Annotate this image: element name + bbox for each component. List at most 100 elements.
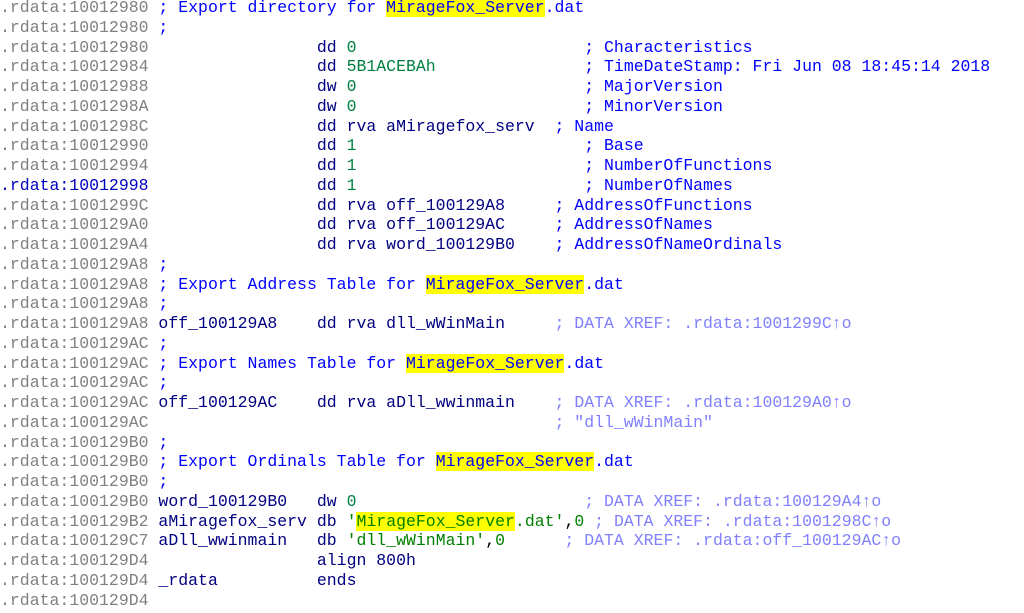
listing-line[interactable]: .rdata:100129B0 ; Export Ordinals Table … xyxy=(0,452,990,472)
instruction-text: , xyxy=(564,511,575,531)
search-highlight[interactable]: MirageFox_Server xyxy=(356,511,515,531)
listing-line[interactable]: .rdata:1001299C dd rva off_100129A8 ; Ad… xyxy=(0,196,990,216)
instruction-text: .dat' xyxy=(514,511,565,531)
xref-comment[interactable]: ; DATA XREF: .rdata:100129A0↑o xyxy=(514,393,852,412)
comment: ; Base xyxy=(356,136,644,156)
instruction-text: dw xyxy=(148,96,347,116)
instruction-text: dd rva aMiragefox_serv xyxy=(148,116,535,136)
search-highlight[interactable]: MirageFox_Server xyxy=(405,353,565,373)
search-highlight[interactable]: MirageFox_Server xyxy=(435,452,595,472)
instruction-text: 1 xyxy=(346,156,357,175)
instruction-text: dd xyxy=(148,37,347,57)
line-address: .rdata:10012988 xyxy=(0,77,149,96)
line-address: .rdata:100129A4 xyxy=(0,235,149,254)
instruction-text: 0 xyxy=(346,37,357,57)
instruction-text: dd xyxy=(148,156,347,175)
instruction-text: dd rva off_100129AC xyxy=(148,215,505,235)
listing-line[interactable]: .rdata:1001298A dw 0 ; MinorVersion xyxy=(0,97,990,117)
comment: ; xyxy=(148,472,169,491)
listing-line[interactable]: .rdata:100129A8 ; xyxy=(0,255,990,275)
listing-line[interactable]: .rdata:100129B0 word_100129B0 dw 0 ; DAT… xyxy=(0,492,990,512)
listing-line[interactable]: .rdata:100129A8 off_100129A8 dd rva dll_… xyxy=(0,314,990,334)
line-address: .rdata:100129B0 xyxy=(0,432,149,452)
line-address: .rdata:10012980 xyxy=(0,0,149,17)
line-address: .rdata:10012980 xyxy=(0,17,149,37)
line-address: .rdata:100129AC xyxy=(0,333,149,353)
line-address: .rdata:100129AC xyxy=(0,373,149,393)
xref-comment[interactable]: ; "dll_wWinMain" xyxy=(148,412,713,432)
listing-line[interactable]: .rdata:100129A0 dd rva off_100129AC ; Ad… xyxy=(0,215,990,235)
instruction-text: word_100129B0 dw xyxy=(148,491,347,511)
line-address: .rdata:100129B0 xyxy=(0,452,149,472)
listing-line[interactable]: .rdata:100129A8 ; Export Address Table f… xyxy=(0,274,990,295)
listing-line[interactable]: .rdata:100129AC ; "dll_wWinMain" xyxy=(0,413,990,433)
listing-line[interactable]: .rdata:10012988 dw 0 ; MajorVersion xyxy=(0,77,990,97)
instruction-text: , xyxy=(485,531,496,551)
xref-comment[interactable]: ; DATA XREF: .rdata:off_100129AC↑o xyxy=(505,531,902,551)
listing-line[interactable]: .rdata:100129AC ; xyxy=(0,373,990,393)
listing-line[interactable]: .rdata:1001298C dd rva aMiragefox_serv ;… xyxy=(0,117,990,137)
comment: ; Characteristics xyxy=(356,37,753,57)
listing-line[interactable]: .rdata:100129D4 xyxy=(0,591,990,611)
search-highlight[interactable]: MirageFox_Server xyxy=(425,274,585,294)
listing-line[interactable]: .rdata:100129B0 ; xyxy=(0,472,990,492)
comment: .dat xyxy=(584,274,624,294)
comment: ; AddressOfFunctions xyxy=(505,195,753,215)
instruction-text: 0 xyxy=(346,77,357,96)
listing-line[interactable]: .rdata:100129A8 ; xyxy=(0,294,990,314)
instruction-text: dd xyxy=(148,57,347,77)
xref-comment[interactable]: ; DATA XREF: .rdata:100129A4↑o xyxy=(356,491,882,511)
listing-line[interactable]: .rdata:10012984 dd 5B1ACEBAh ; TimeDateS… xyxy=(0,57,990,77)
listing-line[interactable]: .rdata:100129B0 ; xyxy=(0,433,990,453)
listing-line[interactable]: .rdata:10012998 dd 1 ; NumberOfNames xyxy=(0,176,990,196)
listing-line[interactable]: .rdata:10012980 ; Export directory for M… xyxy=(0,0,990,18)
comment: .dat xyxy=(594,452,634,472)
line-address: .rdata:10012990 xyxy=(0,136,149,156)
line-address: .rdata:10012998 xyxy=(0,175,149,195)
line-address: .rdata:100129D4 xyxy=(0,551,149,570)
listing-line[interactable]: .rdata:100129B2 aMiragefox_serv db 'Mira… xyxy=(0,511,990,532)
line-address: .rdata:1001299C xyxy=(0,195,149,215)
instruction-text: dd rva word_100129B0 xyxy=(148,235,515,254)
listing-line[interactable]: .rdata:10012980 dd 0 ; Characteristics xyxy=(0,38,990,58)
listing-line[interactable]: .rdata:100129AC off_100129AC dd rva aDll… xyxy=(0,393,990,413)
instruction-text: aDll_wwinmain db xyxy=(148,531,347,551)
comment: ; Export Address Table for xyxy=(148,274,426,294)
line-address: .rdata:100129AC xyxy=(0,393,149,412)
xref-comment[interactable]: ; DATA XREF: .rdata:1001299C↑o xyxy=(505,314,852,333)
comment: ; MinorVersion xyxy=(356,96,723,116)
comment: ; Name xyxy=(534,116,614,136)
line-address: .rdata:100129A8 xyxy=(0,254,149,274)
instruction-text: 5B1ACEBAh xyxy=(346,57,436,77)
line-address: .rdata:100129A8 xyxy=(0,294,149,314)
instruction-text: off_100129AC dd rva aDll_wwinmain xyxy=(148,393,515,412)
comment: .dat xyxy=(544,0,585,17)
line-address: .rdata:100129A8 xyxy=(0,314,149,333)
instruction-text: align 800h xyxy=(148,551,416,570)
listing-line[interactable]: .rdata:100129D4 _rdata ends xyxy=(0,571,990,591)
instruction-text: 'dll_wWinMain' xyxy=(346,531,486,551)
listing-line[interactable]: .rdata:100129A4 dd rva word_100129B0 ; A… xyxy=(0,235,990,255)
listing-line[interactable]: .rdata:100129AC ; Export Names Table for… xyxy=(0,353,990,374)
xref-comment[interactable]: ; DATA XREF: .rdata:1001298C↑o xyxy=(584,511,892,531)
line-address: .rdata:100129D4 xyxy=(0,590,149,610)
disassembly-listing[interactable]: .rdata:10012980 ; Export directory for M… xyxy=(0,0,990,610)
listing-line[interactable]: .rdata:100129C7 aDll_wwinmain db 'dll_wW… xyxy=(0,531,990,551)
line-address: .rdata:100129AC xyxy=(0,353,149,373)
comment: .dat xyxy=(564,353,605,373)
instruction-text: _rdata ends xyxy=(148,570,357,590)
listing-line[interactable]: .rdata:100129D4 align 800h xyxy=(0,551,990,571)
search-highlight[interactable]: MirageFox_Server xyxy=(386,0,545,17)
comment: ; xyxy=(148,373,169,393)
comment: ; Export Names Table for xyxy=(148,353,406,373)
instruction-text: 0 xyxy=(346,96,357,116)
listing-line[interactable]: .rdata:10012980 ; xyxy=(0,18,990,38)
line-address: .rdata:10012994 xyxy=(0,156,149,175)
instruction-text: dd xyxy=(148,175,347,195)
comment: ; AddressOfNameOrdinals xyxy=(514,235,783,254)
listing-line[interactable]: .rdata:10012994 dd 1 ; NumberOfFunctions xyxy=(0,156,990,176)
listing-line[interactable]: .rdata:10012990 dd 1 ; Base xyxy=(0,136,990,156)
comment: ; TimeDateStamp: Fri Jun 08 18:45:14 201… xyxy=(435,57,991,77)
comment: ; xyxy=(148,294,169,314)
listing-line[interactable]: .rdata:100129AC ; xyxy=(0,334,990,354)
